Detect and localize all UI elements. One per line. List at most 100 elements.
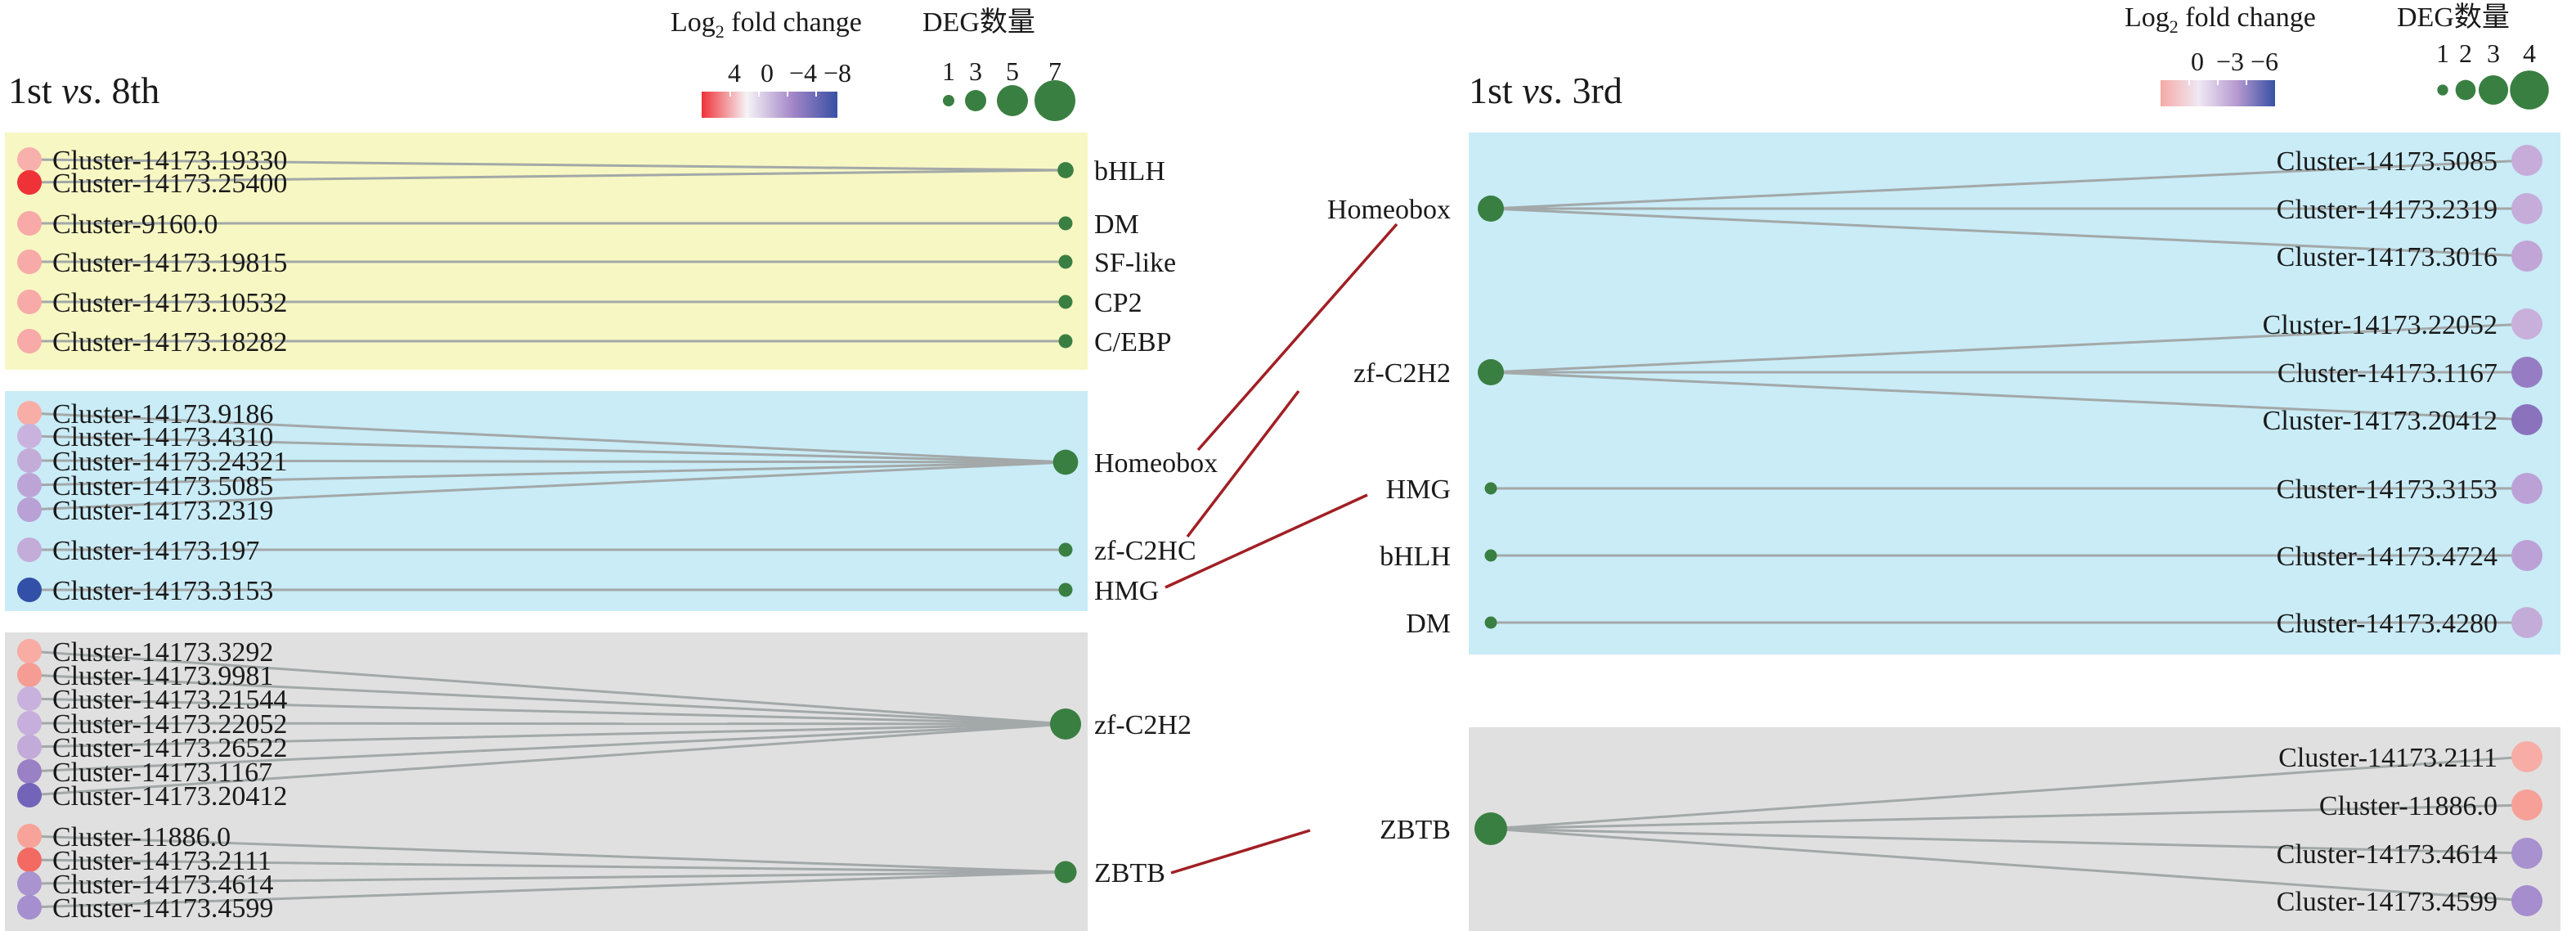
deg-tick-label: 2 xyxy=(2459,38,2472,68)
gene-label: Cluster-14173.22052 xyxy=(52,709,287,740)
network-edge xyxy=(29,461,1066,511)
network-edge xyxy=(1490,371,2528,421)
gene-node xyxy=(17,895,42,920)
gene-label: Cluster-14173.18282 xyxy=(52,327,287,358)
gene-node xyxy=(17,848,42,872)
tf-label: Homeobox xyxy=(1094,448,1218,479)
gene-label: Cluster-11886.0 xyxy=(2319,791,2497,821)
gene-node xyxy=(17,735,42,759)
deg-tick-label: 3 xyxy=(969,56,982,86)
network-edge xyxy=(29,650,1066,726)
tf-label: zf-C2H2 xyxy=(1353,358,1451,389)
tf-node xyxy=(1478,359,1504,385)
cross-comparison-link xyxy=(1196,223,1398,452)
left-group-blue-panel xyxy=(5,391,1088,611)
deg-tick-label: 1 xyxy=(2436,38,2449,68)
network-edge xyxy=(1490,159,2528,210)
tf-label: bHLH xyxy=(1094,156,1165,187)
gene-label: Cluster-14173.9186 xyxy=(52,399,273,430)
fc-tick-label: 0 xyxy=(2191,47,2204,76)
tf-label: bHLH xyxy=(1380,542,1451,572)
right-panel-title: 1st vs. 3rd xyxy=(1469,70,1622,111)
tf-label: ZBTB xyxy=(1094,858,1165,888)
network-edge xyxy=(29,697,1066,726)
tf-label: DM xyxy=(1406,609,1451,639)
fc-tick-label: 0 xyxy=(761,58,774,88)
gene-label: Cluster-14173.20412 xyxy=(52,781,287,812)
network-edge xyxy=(29,158,1066,172)
gene-label: Cluster-14173.4614 xyxy=(2277,839,2497,870)
gene-node xyxy=(17,537,42,562)
tf-node xyxy=(1050,708,1081,740)
gene-label: Cluster-14173.22052 xyxy=(2263,310,2497,340)
tf-label: zf-C2H2 xyxy=(1094,710,1192,740)
network-edge xyxy=(29,722,1066,797)
gene-node xyxy=(2511,473,2542,504)
gene-label: Cluster-14173.5085 xyxy=(2277,146,2497,177)
tf-node xyxy=(1058,582,1073,597)
network-edge xyxy=(29,412,1066,464)
network-edge xyxy=(1490,207,2528,258)
deg-tick-label: 1 xyxy=(942,56,955,86)
gene-node xyxy=(2511,885,2542,916)
tf-node xyxy=(1058,254,1073,269)
cross-comparison-link xyxy=(1165,493,1368,589)
tf-label: DM xyxy=(1094,209,1139,240)
gene-label: Cluster-14173.197 xyxy=(52,536,259,566)
network-edge xyxy=(29,858,1066,874)
gene-label: Cluster-14173.4310 xyxy=(52,422,273,452)
tf-label: SF-like xyxy=(1094,248,1176,278)
deg-size-circle xyxy=(2437,84,2448,96)
tf-label: zf-C2HC xyxy=(1094,536,1196,566)
gene-node xyxy=(17,211,42,236)
gene-node xyxy=(2511,838,2542,869)
gene-node xyxy=(2511,741,2542,772)
tf-node xyxy=(1058,542,1073,557)
deg-tick-label: 3 xyxy=(2487,38,2500,68)
gene-label: Cluster-14173.4614 xyxy=(52,870,273,900)
tf-node xyxy=(1484,482,1497,495)
deg-tick-label: 5 xyxy=(1006,56,1019,86)
deg-tick-label: 7 xyxy=(1048,56,1061,86)
gene-label: Cluster-14173.21544 xyxy=(52,685,287,715)
tf-label: C/EBP xyxy=(1094,327,1171,358)
tf-node xyxy=(1058,295,1073,309)
gene-node xyxy=(2511,404,2542,435)
gene-node xyxy=(17,663,42,687)
gene-label: Cluster-14173.4599 xyxy=(52,893,273,924)
tf-label: HMG xyxy=(1094,576,1159,606)
gene-label: Cluster-14173.4280 xyxy=(2277,609,2497,639)
gene-node xyxy=(2511,607,2542,638)
tf-node xyxy=(1474,812,1507,845)
left-panel-title: 1st vs. 8th xyxy=(8,70,159,111)
tf-label: HMG xyxy=(1386,474,1451,505)
network-edge xyxy=(29,722,1066,749)
network-edge xyxy=(29,722,1066,773)
gene-node xyxy=(17,824,42,848)
gene-label: Cluster-14173.2319 xyxy=(52,496,273,526)
gene-node xyxy=(2511,193,2542,224)
gene-node xyxy=(2511,540,2542,571)
gene-label: Cluster-14173.9981 xyxy=(52,661,273,691)
tf-node xyxy=(1484,616,1497,629)
network-edge xyxy=(29,461,1066,487)
gene-label: Cluster-14173.20412 xyxy=(2263,406,2497,436)
cross-comparison-link xyxy=(1186,389,1300,538)
tf-node xyxy=(1484,549,1497,562)
gene-label: Cluster-14173.5085 xyxy=(52,471,273,501)
gene-label: Cluster-14173.2111 xyxy=(52,846,272,876)
fc-tick-label: −4 xyxy=(789,58,817,88)
deg-legend-title: DEG数量 xyxy=(2397,2,2510,33)
gene-node xyxy=(2511,145,2542,176)
gene-node xyxy=(17,170,42,195)
fc-tick-label: −6 xyxy=(2251,47,2278,76)
fc-tick-label: −3 xyxy=(2216,47,2244,76)
gene-node xyxy=(2511,308,2542,340)
gene-label: Cluster-14173.24321 xyxy=(52,447,287,477)
gene-node xyxy=(2511,789,2542,821)
gene-label: Cluster-14173.1167 xyxy=(52,758,272,788)
network-edge xyxy=(29,870,1066,885)
tf-label: CP2 xyxy=(1094,288,1142,318)
network-edge xyxy=(29,459,1066,464)
